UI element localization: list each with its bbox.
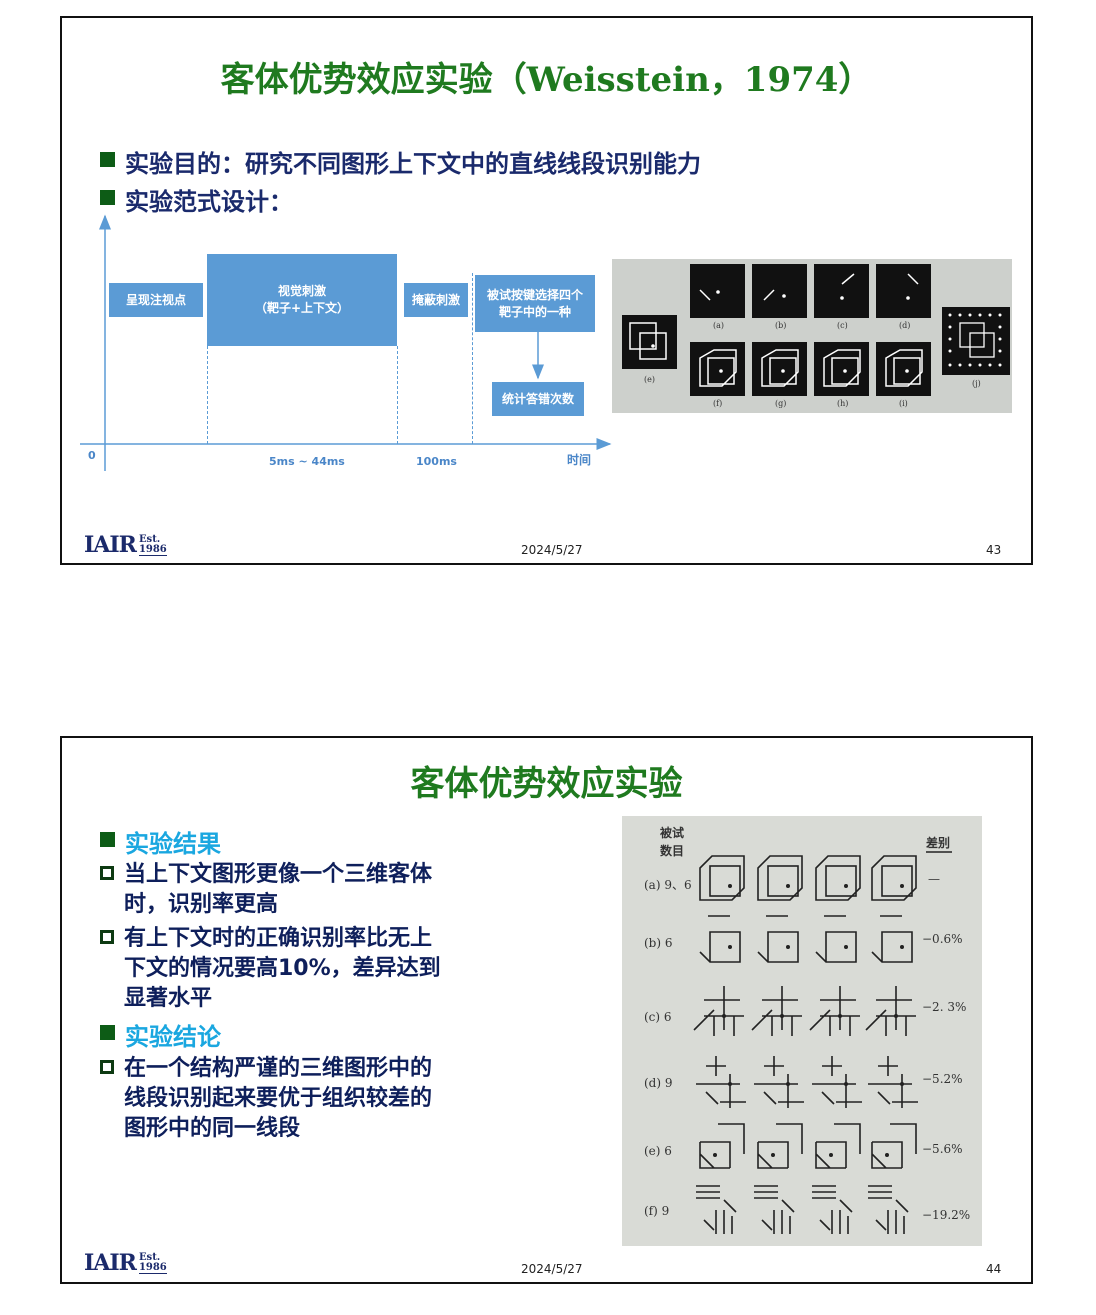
logo-est: Est. 1986 bbox=[138, 534, 167, 556]
logo-text: IAIR bbox=[84, 532, 137, 558]
stimulus-label-e: (e) bbox=[644, 375, 655, 384]
result2-line2: 下文的情况要高10%，差异达到 bbox=[124, 956, 441, 981]
box-stimulus: 视觉刺激 （靶子+上下文） bbox=[207, 254, 397, 346]
square-bullet-icon bbox=[100, 832, 115, 847]
logo-est-line1: Est. bbox=[138, 534, 161, 545]
diff-b: −0.6% bbox=[922, 932, 963, 946]
diff-a: — bbox=[928, 872, 940, 886]
row-label-a: (a) 9、6 bbox=[644, 878, 692, 892]
row-label-d: (d) 9 bbox=[644, 1076, 673, 1090]
title-paren-close: ） bbox=[838, 60, 873, 100]
stimulus-label-c: (c) bbox=[837, 321, 848, 330]
stimuli-image: (a) (b) (c) (d) (e) (f) (g) (h) (i) (j) bbox=[612, 259, 1012, 413]
dash-line bbox=[207, 346, 208, 444]
slide-title: 客体优势效应实验 bbox=[410, 764, 683, 804]
result2-line1: 有上下文时的正确识别率比无上 bbox=[124, 926, 433, 951]
time-axis-label: 时间 bbox=[567, 453, 592, 467]
heading-conclusion: 实验结论 bbox=[100, 1017, 221, 1052]
heading-text: 实验结果 bbox=[125, 830, 221, 858]
slide-43: 客体优势效应实验（Weisstein，1974） 实验目的：研究不同图形上下文中… bbox=[60, 16, 1033, 565]
title-paren-open: （ bbox=[492, 60, 527, 100]
footer-date: 2024/5/27 bbox=[521, 543, 583, 557]
box-stimulus-line2: （靶子+上下文） bbox=[254, 301, 350, 315]
box-count-errors: 统计答错次数 bbox=[492, 382, 584, 416]
bullet-text: 实验目的：研究不同图形上下文中的直线线段识别能力 bbox=[125, 150, 701, 178]
stimulus-label-b: (b) bbox=[775, 321, 787, 330]
heading-text: 实验结论 bbox=[125, 1023, 221, 1051]
box-response: 被试按键选择四个 靶子中的一种 bbox=[475, 275, 595, 332]
box-stimulus-line1: 视觉刺激 bbox=[277, 284, 326, 298]
diff-c: −2. 3% bbox=[922, 1000, 967, 1014]
hollow-square-bullet-icon bbox=[100, 866, 114, 880]
dash-line bbox=[472, 273, 473, 444]
stimulus-label-j: (j) bbox=[972, 379, 981, 388]
col-subjects-line1: 被试 bbox=[660, 826, 685, 840]
square-bullet-icon bbox=[100, 152, 115, 167]
result1-line1: 当上下文图形更像一个三维客体 bbox=[124, 862, 433, 887]
title-author-year: Weisstein，1974 bbox=[526, 60, 839, 100]
conclusion-line3: 图形中的同一线段 bbox=[124, 1116, 301, 1141]
hollow-square-bullet-icon bbox=[100, 1060, 114, 1074]
duration-mask: 100ms bbox=[416, 455, 457, 468]
page-number: 44 bbox=[986, 1262, 1002, 1276]
heading-results: 实验结果 bbox=[100, 824, 221, 859]
title-chinese: 客体优势效应实验 bbox=[220, 60, 493, 100]
result1-line2: 时，识别率更高 bbox=[124, 892, 279, 917]
diff-f: −19.2% bbox=[922, 1208, 971, 1222]
conclusion-line1: 在一个结构严谨的三维图形中的 bbox=[124, 1056, 433, 1081]
logo-text: IAIR bbox=[84, 1250, 137, 1276]
row-label-e: (e) 6 bbox=[644, 1144, 672, 1158]
duration-stimulus: 5ms ~ 44ms bbox=[269, 455, 345, 468]
col-difference: 差别 bbox=[926, 836, 951, 850]
logo-est: Est. 1986 bbox=[138, 1252, 167, 1274]
footer-date: 2024/5/27 bbox=[521, 1262, 583, 1276]
logo-est-line2: 1986 bbox=[138, 544, 167, 555]
row-label-c: (c) 6 bbox=[644, 1010, 672, 1024]
square-bullet-icon bbox=[100, 1025, 115, 1040]
result2-line3: 显著水平 bbox=[124, 986, 213, 1011]
slide-44: 客体优势效应实验 实验结果 当上下文图形更像一个三维客体 时，识别率更高 有上下… bbox=[60, 736, 1033, 1284]
conclusion-line2: 线段识别起来要优于组织较差的 bbox=[124, 1086, 433, 1111]
box-response-line2: 靶子中的一种 bbox=[498, 304, 571, 319]
square-bullet-icon bbox=[100, 190, 115, 205]
result-item-2: 有上下文时的正确识别率比无上 下文的情况要高10%，差异达到 显著水平 bbox=[100, 924, 441, 1014]
row-label-f: (f) 9 bbox=[644, 1204, 670, 1218]
page-number: 43 bbox=[986, 543, 1002, 557]
stimuli-figure bbox=[622, 264, 1010, 396]
bullet-purpose: 实验目的：研究不同图形上下文中的直线线段识别能力 bbox=[100, 144, 701, 179]
result-item-1: 当上下文图形更像一个三维客体 时，识别率更高 bbox=[100, 860, 432, 920]
dash-line bbox=[397, 346, 398, 444]
stimulus-figures bbox=[693, 851, 952, 1234]
bullet-design: 实验范式设计： bbox=[100, 182, 293, 217]
diff-e: −5.6% bbox=[922, 1142, 963, 1156]
slide-title: 客体优势效应实验（Weisstein，1974） bbox=[62, 52, 1031, 101]
iair-logo: IAIR Est. 1986 bbox=[84, 1252, 167, 1274]
stimulus-label-f: (f) bbox=[713, 399, 723, 408]
logo-est-line1: Est. bbox=[138, 1252, 161, 1263]
col-subjects-line2: 数目 bbox=[660, 844, 685, 858]
origin-label: 0 bbox=[88, 449, 96, 462]
box-fixation: 呈现注视点 bbox=[109, 283, 203, 317]
bullet-text: 实验范式设计： bbox=[125, 188, 293, 216]
stimulus-label-h: (h) bbox=[837, 399, 849, 408]
logo-est-line2: 1986 bbox=[138, 1262, 167, 1273]
box-mask: 掩蔽刺激 bbox=[404, 283, 468, 317]
hollow-square-bullet-icon bbox=[100, 930, 114, 944]
conclusion-item: 在一个结构严谨的三维图形中的 线段识别起来要优于组织较差的 图形中的同一线段 bbox=[100, 1054, 432, 1144]
stimulus-label-d: (d) bbox=[899, 321, 911, 330]
iair-logo: IAIR Est. 1986 bbox=[84, 534, 167, 556]
diff-d: −5.2% bbox=[922, 1072, 963, 1086]
stimulus-label-i: (i) bbox=[899, 399, 908, 408]
stimulus-label-g: (g) bbox=[775, 399, 787, 408]
box-response-line1: 被试按键选择四个 bbox=[486, 287, 583, 302]
timeline-axes bbox=[80, 214, 612, 471]
row-label-b: (b) 6 bbox=[644, 936, 673, 950]
results-table-image: 被试 数目 差别 (a) 9、6 (b) 6 (c) 6 (d) 9 (e) 6… bbox=[622, 816, 982, 1246]
stimulus-label-a: (a) bbox=[713, 321, 725, 330]
